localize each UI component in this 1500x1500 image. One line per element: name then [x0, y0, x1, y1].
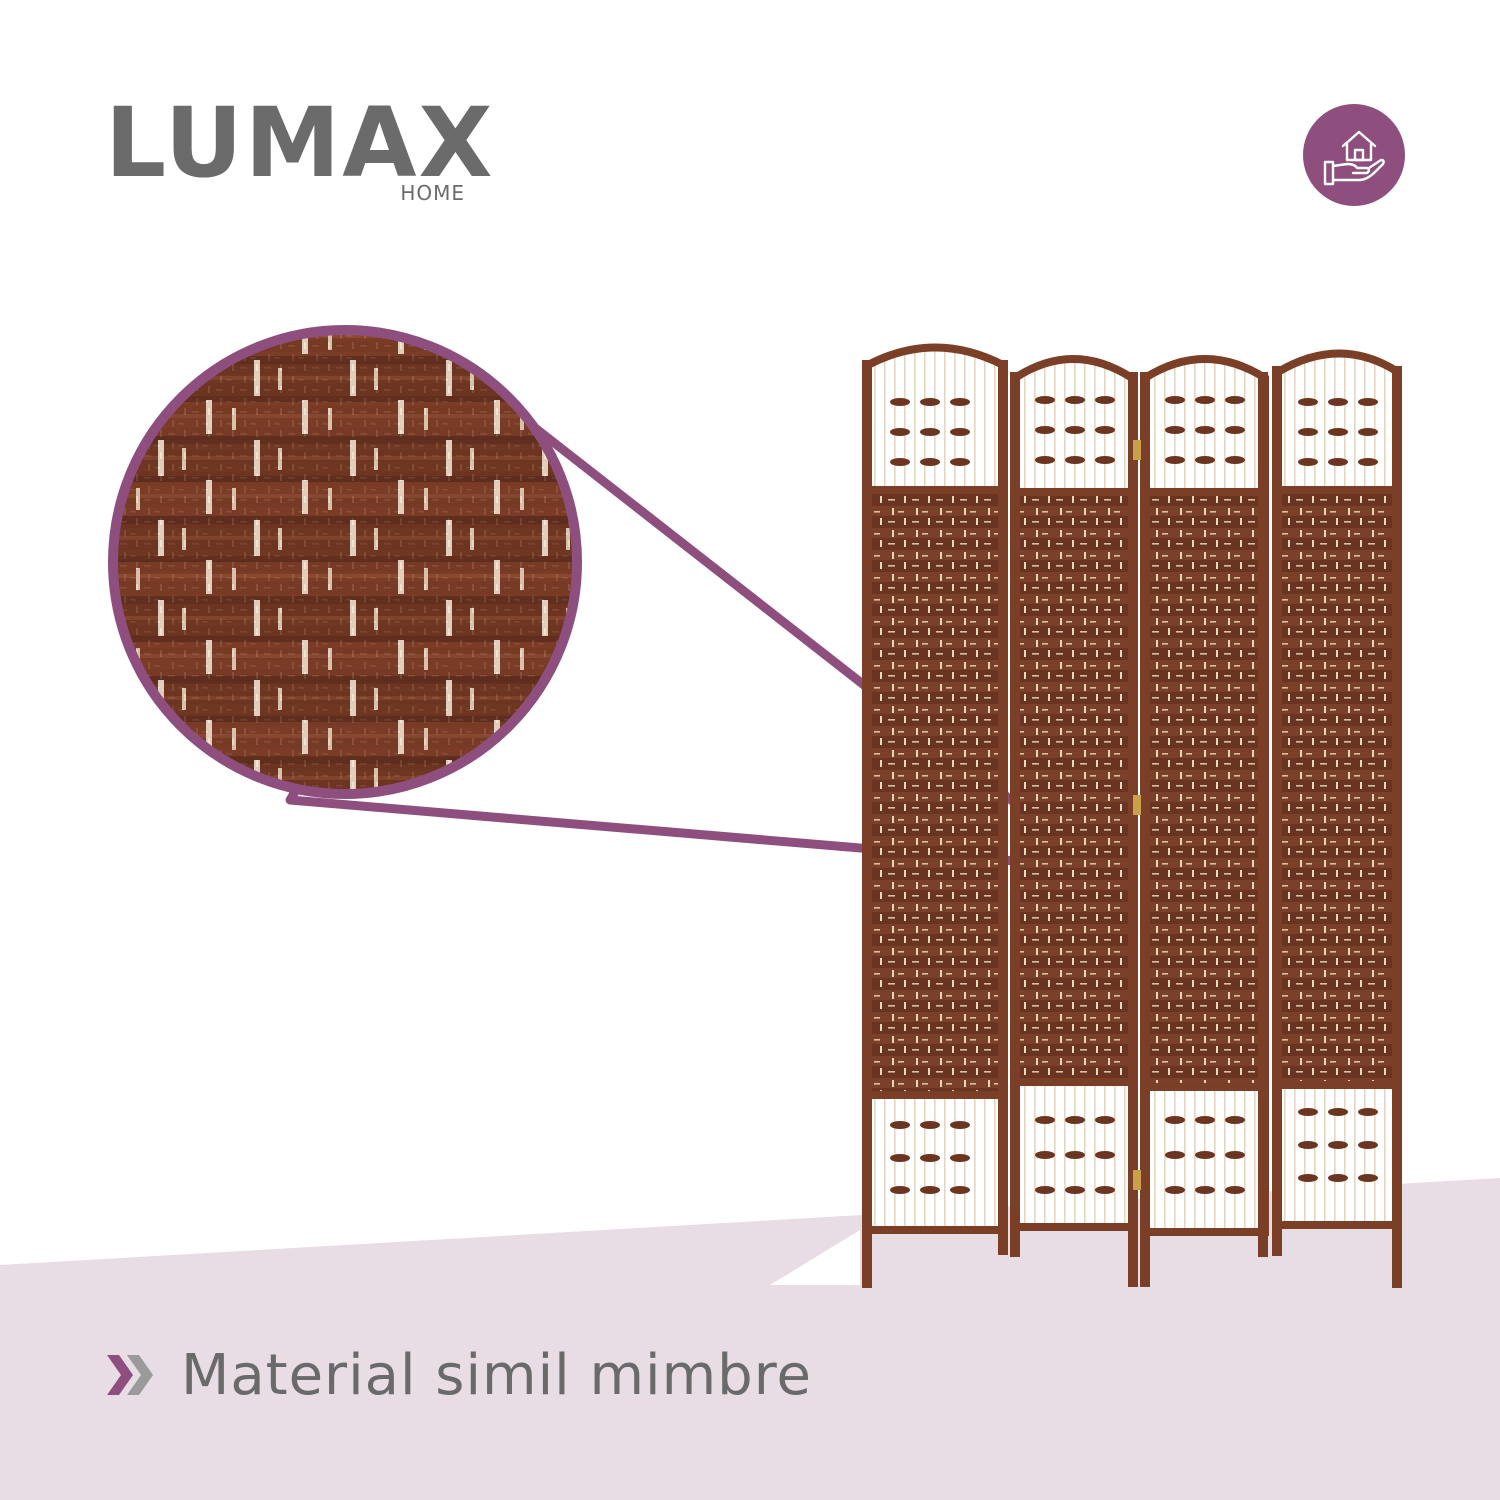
screen-panel — [1272, 349, 1402, 1288]
brand-name: LUMAX — [105, 87, 495, 199]
hand-house-icon — [1303, 104, 1405, 206]
texture-zoom-lens — [108, 325, 582, 799]
feature-caption: Material simil mimbre — [105, 1340, 812, 1410]
brand-logo: LUMAX HOME — [105, 95, 493, 215]
screen-panel — [1140, 355, 1269, 1287]
brand-subtitle: HOME — [400, 181, 465, 205]
room-divider-screen — [862, 343, 1402, 1288]
screen-panel — [862, 343, 1008, 1288]
screen-panel — [1010, 355, 1138, 1287]
double-chevron-right-icon — [107, 1355, 153, 1395]
caption-text: Material simil mimbre — [181, 1342, 812, 1408]
